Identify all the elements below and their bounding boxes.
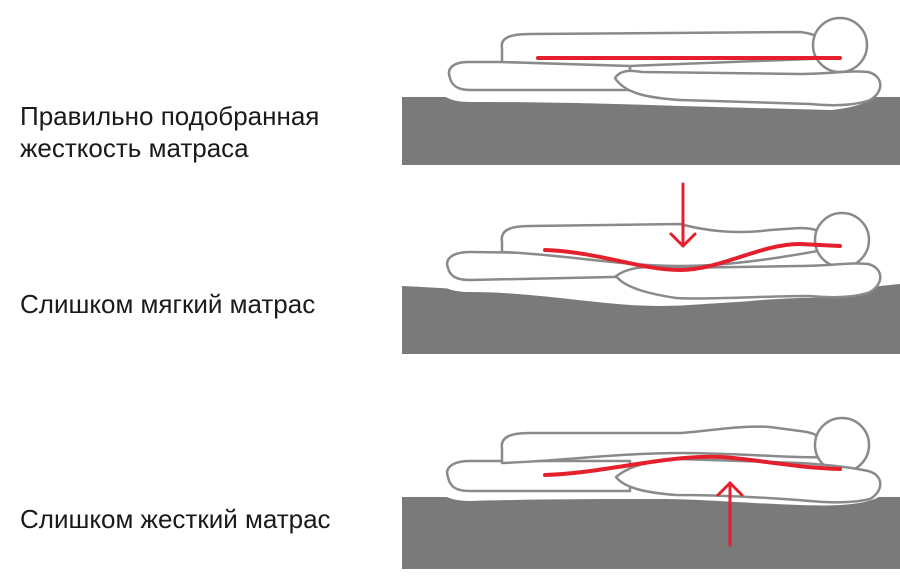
panel-hard: Слишком жесткий матрас [0, 405, 900, 576]
panel-label: Правильно подобранная жесткость матраса [20, 101, 320, 163]
illustration-correct [402, 9, 900, 165]
arrow-up-icon [716, 481, 744, 547]
arrow-down-icon [669, 182, 697, 248]
panel-correct: Правильно подобранная жесткость матраса [0, 0, 900, 170]
mattress [402, 284, 900, 354]
illustration-hard [402, 411, 900, 569]
panel-soft: Слишком мягкий матрас [0, 180, 900, 360]
mattress [402, 497, 900, 569]
panel-label: Слишком мягкий матрас [20, 289, 316, 319]
spine-line [543, 241, 842, 273]
spine-line [543, 454, 842, 477]
illustration-soft [402, 182, 900, 354]
person-outline [445, 416, 882, 504]
panel-label: Слишком жесткий матрас [20, 504, 331, 534]
